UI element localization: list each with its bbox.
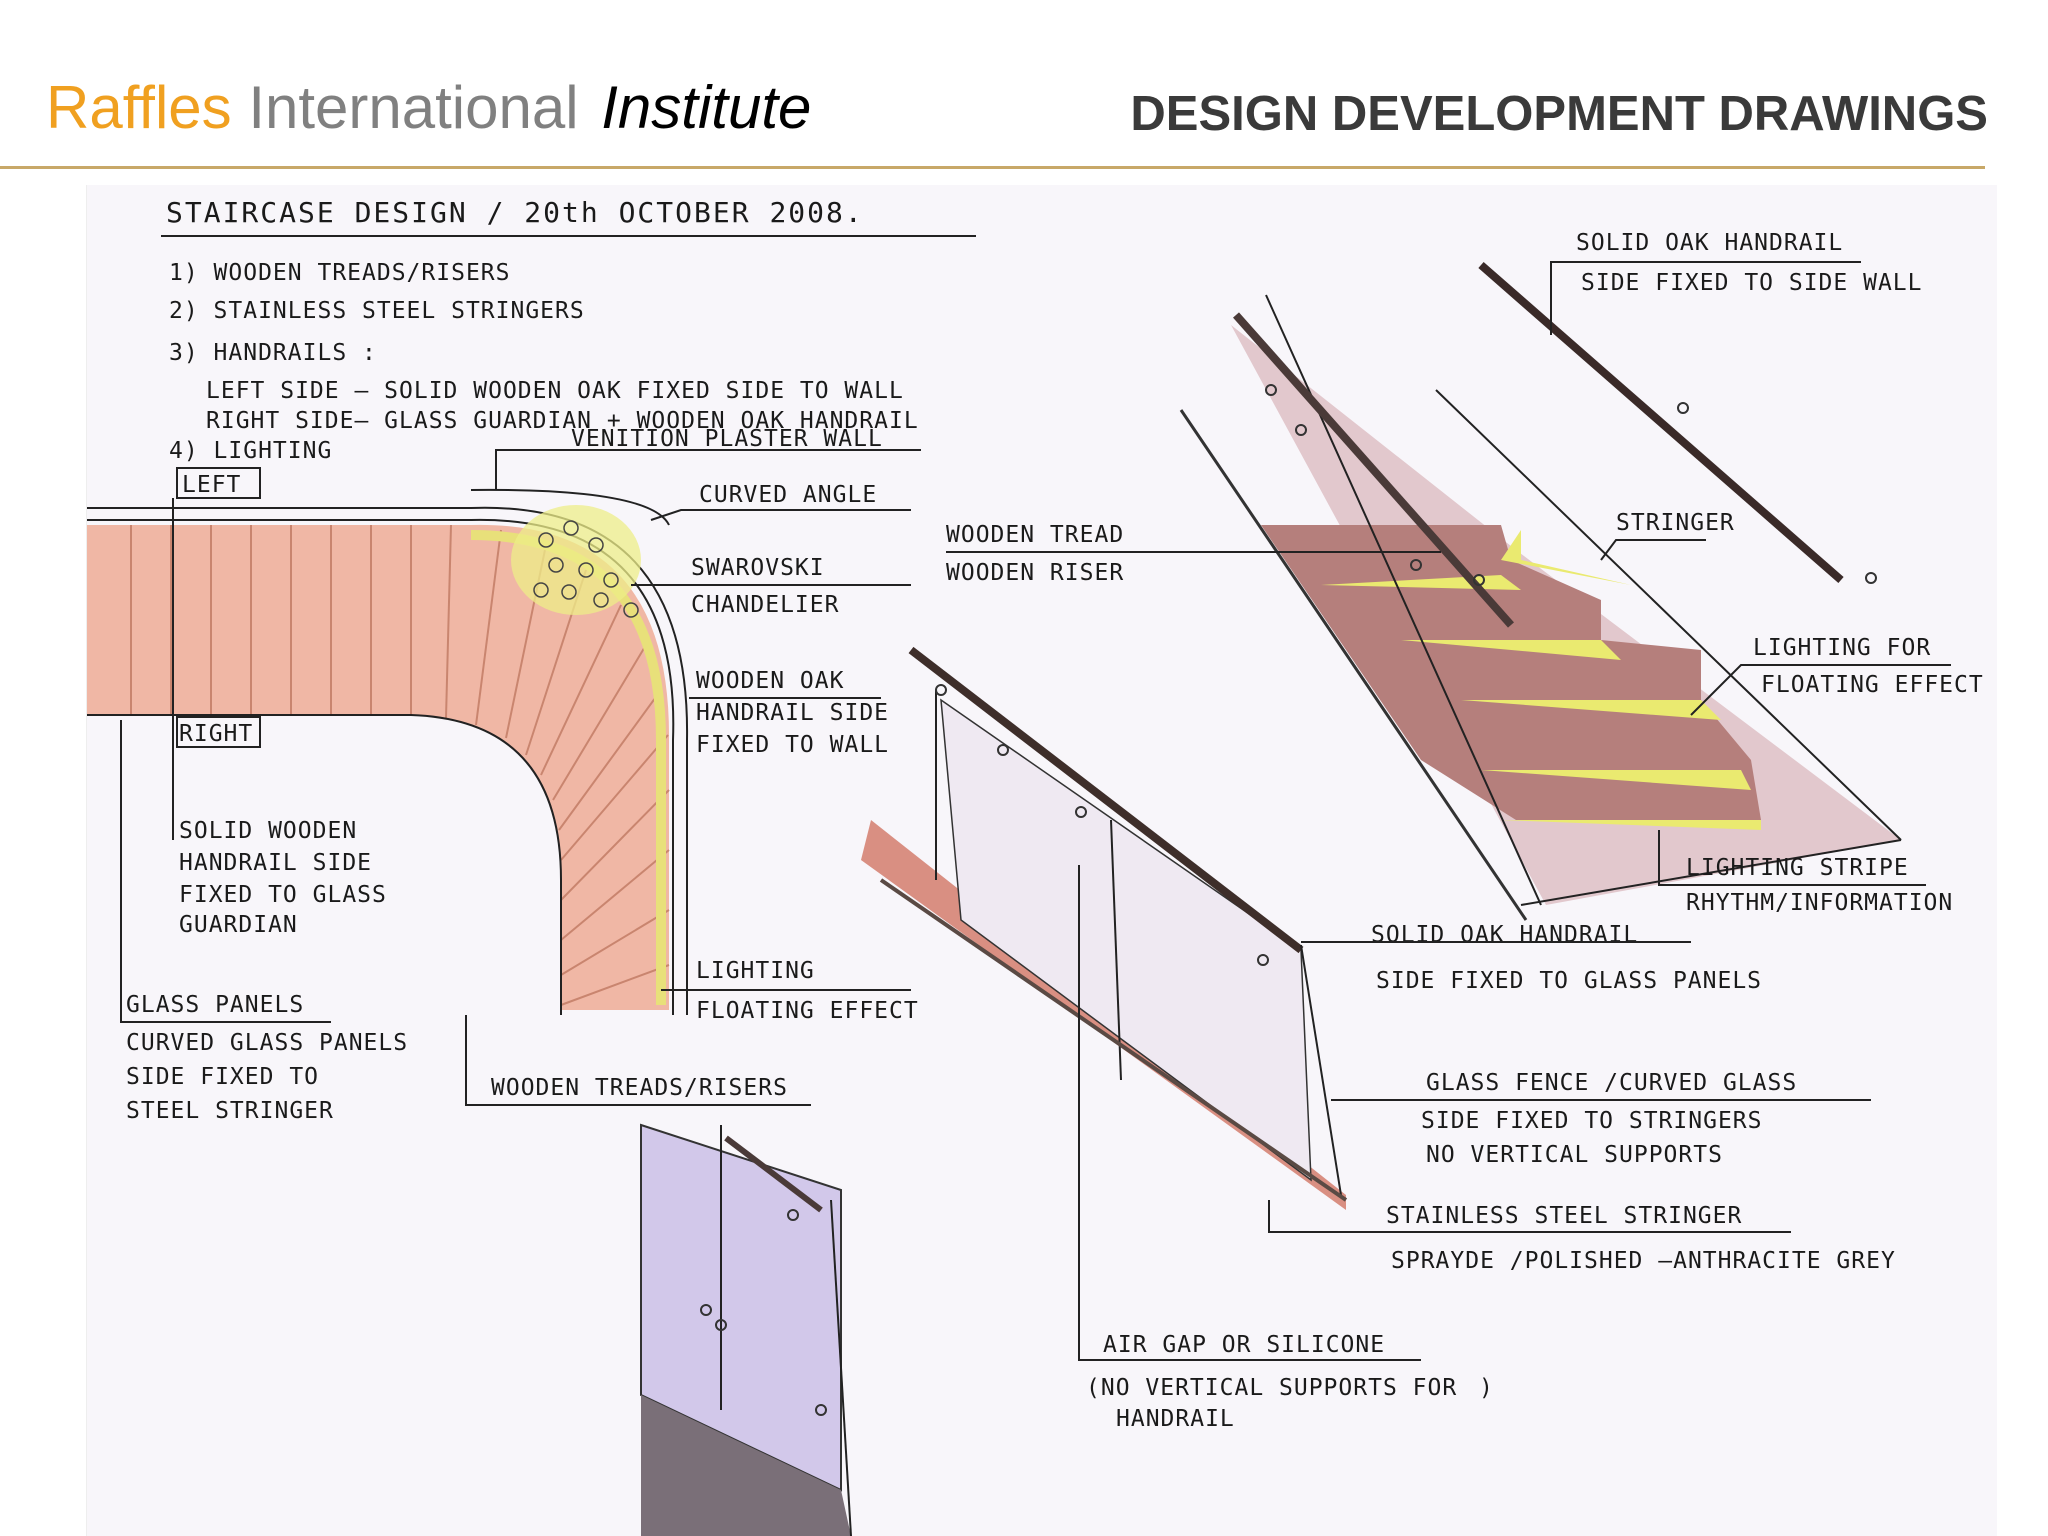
- leader-lighting-for: [1690, 664, 1951, 716]
- header-divider: [0, 166, 1985, 169]
- brand-logo: Raffles International Institute: [46, 78, 811, 138]
- label-lighting-2: FLOATING EFFECT: [696, 998, 919, 1024]
- label-swarovski: SWAROVSKI: [691, 555, 825, 581]
- leader-curved-angle: [650, 509, 911, 521]
- label-steel-stringer-1: STAINLESS STEEL STRINGER: [1386, 1203, 1742, 1229]
- label-solid-wooden-1: SOLID WOODEN: [179, 818, 357, 844]
- leader-air-gap: [1078, 865, 1421, 1361]
- brand-word-international: International: [248, 74, 579, 141]
- label-lighting-1: LIGHTING: [696, 958, 815, 984]
- sketch-heading: STAIRCASE DESIGN / 20th OCTOBER 2008.: [166, 196, 864, 229]
- leader-venetian: [495, 449, 921, 490]
- leader-lighting-stripe: [1658, 830, 1926, 886]
- note-3-left: LEFT SIDE – SOLID WOODEN OAK FIXED SIDE …: [206, 378, 904, 404]
- leader-steel-stringer: [1268, 1200, 1791, 1233]
- label-stringer: STRINGER: [1616, 510, 1735, 536]
- label-solid-wooden-4: GUARDIAN: [179, 912, 298, 938]
- label-glass-panels-1: GLASS PANELS: [126, 992, 304, 1018]
- label-wooden-oak-2: HANDRAIL SIDE: [696, 700, 889, 726]
- note-1: 1) WOODEN TREADS/RISERS: [169, 260, 511, 286]
- leader-solid-oak-top: [1550, 261, 1861, 335]
- label-air-gap-close: ): [1479, 1375, 1494, 1401]
- tread-lines: [130, 524, 670, 1006]
- label-solid-oak-glass-2: SIDE FIXED TO GLASS PANELS: [1376, 968, 1762, 994]
- note-3-right: RIGHT SIDE– GLASS GUARDIAN + WOODEN OAK …: [206, 408, 919, 434]
- note-3: 3) HANDRAILS :: [169, 340, 377, 366]
- label-glass-panels-2: CURVED GLASS PANELS: [126, 1030, 408, 1056]
- label-lighting-stripe-1: LIGHTING STRIPE: [1686, 855, 1909, 881]
- label-glass-panels-3: SIDE FIXED TO: [126, 1064, 319, 1090]
- label-curved-angle: CURVED ANGLE: [699, 482, 877, 508]
- label-solid-oak-top-1: SOLID OAK HANDRAIL: [1576, 230, 1843, 256]
- sketch-canvas: STAIRCASE DESIGN / 20th OCTOBER 2008. 1)…: [87, 196, 1984, 1536]
- label-wooden-tread: WOODEN TREAD: [946, 522, 1124, 548]
- label-wooden-oak-1: WOODEN OAK: [696, 668, 844, 694]
- slide-header: Raffles International Institute DESIGN D…: [0, 0, 2048, 170]
- tag-right: RIGHT: [179, 721, 253, 747]
- chandelier-icon: [511, 505, 641, 618]
- note-4: 4) LIGHTING: [169, 438, 332, 464]
- perspective-staircase: [1179, 261, 1902, 921]
- brand-word-raffles: Raffles: [46, 74, 232, 141]
- label-venetian-plaster: VENITION PLASTER WALL: [571, 426, 883, 452]
- label-steel-stringer-2: SPRAYDE /POLISHED –ANTHRACITE GREY: [1391, 1248, 1896, 1274]
- label-chandelier: CHANDELIER: [691, 592, 839, 618]
- leader-glass-panels: [120, 720, 331, 1023]
- label-glass-fence-1: GLASS FENCE /CURVED GLASS: [1426, 1070, 1797, 1096]
- label-lighting-stripe-2: RHYTHM/INFORMATION: [1686, 890, 1953, 916]
- brand-word-institute: Institute: [601, 74, 812, 141]
- note-2: 2) STAINLESS STEEL STRINGERS: [169, 298, 585, 324]
- label-lighting-for-1: LIGHTING FOR: [1753, 635, 1931, 661]
- label-air-gap-2: (NO VERTICAL SUPPORTS FOR: [1086, 1375, 1457, 1401]
- label-glass-fence-2: SIDE FIXED TO STRINGERS: [1421, 1108, 1763, 1134]
- staircase-sketch: STAIRCASE DESIGN / 20th OCTOBER 2008. 1)…: [86, 185, 1997, 1536]
- label-solid-wooden-3: FIXED TO GLASS: [179, 882, 387, 908]
- right-tag-box: [176, 716, 261, 748]
- tag-left: LEFT: [182, 472, 241, 498]
- label-air-gap-3: HANDRAIL: [1116, 1406, 1235, 1432]
- label-solid-oak-top-2: SIDE FIXED TO SIDE WALL: [1581, 270, 1923, 296]
- glass-panel-detail: [640, 1123, 852, 1536]
- label-solid-wooden-2: HANDRAIL SIDE: [179, 850, 372, 876]
- label-glass-fence-3: NO VERTICAL SUPPORTS: [1426, 1142, 1723, 1168]
- slide-title: DESIGN DEVELOPMENT DRAWINGS: [1130, 87, 1988, 141]
- leader-stringer: [1600, 539, 1706, 561]
- left-tag-box: [176, 467, 261, 499]
- label-wooden-oak-3: FIXED TO WALL: [696, 732, 889, 758]
- label-glass-panels-4: STEEL STRINGER: [126, 1098, 334, 1124]
- glass-fence-stair: [861, 646, 1348, 1210]
- leader-treads-risers: [465, 1015, 811, 1106]
- label-air-gap-1: AIR GAP OR SILICONE: [1103, 1332, 1385, 1358]
- label-wooden-riser: WOODEN RISER: [946, 560, 1124, 586]
- label-wooden-treads-risers: WOODEN TREADS/RISERS: [491, 1075, 788, 1101]
- label-solid-oak-glass-1: SOLID OAK HANDRAIL: [1371, 922, 1638, 948]
- label-lighting-for-2: FLOATING EFFECT: [1761, 672, 1984, 698]
